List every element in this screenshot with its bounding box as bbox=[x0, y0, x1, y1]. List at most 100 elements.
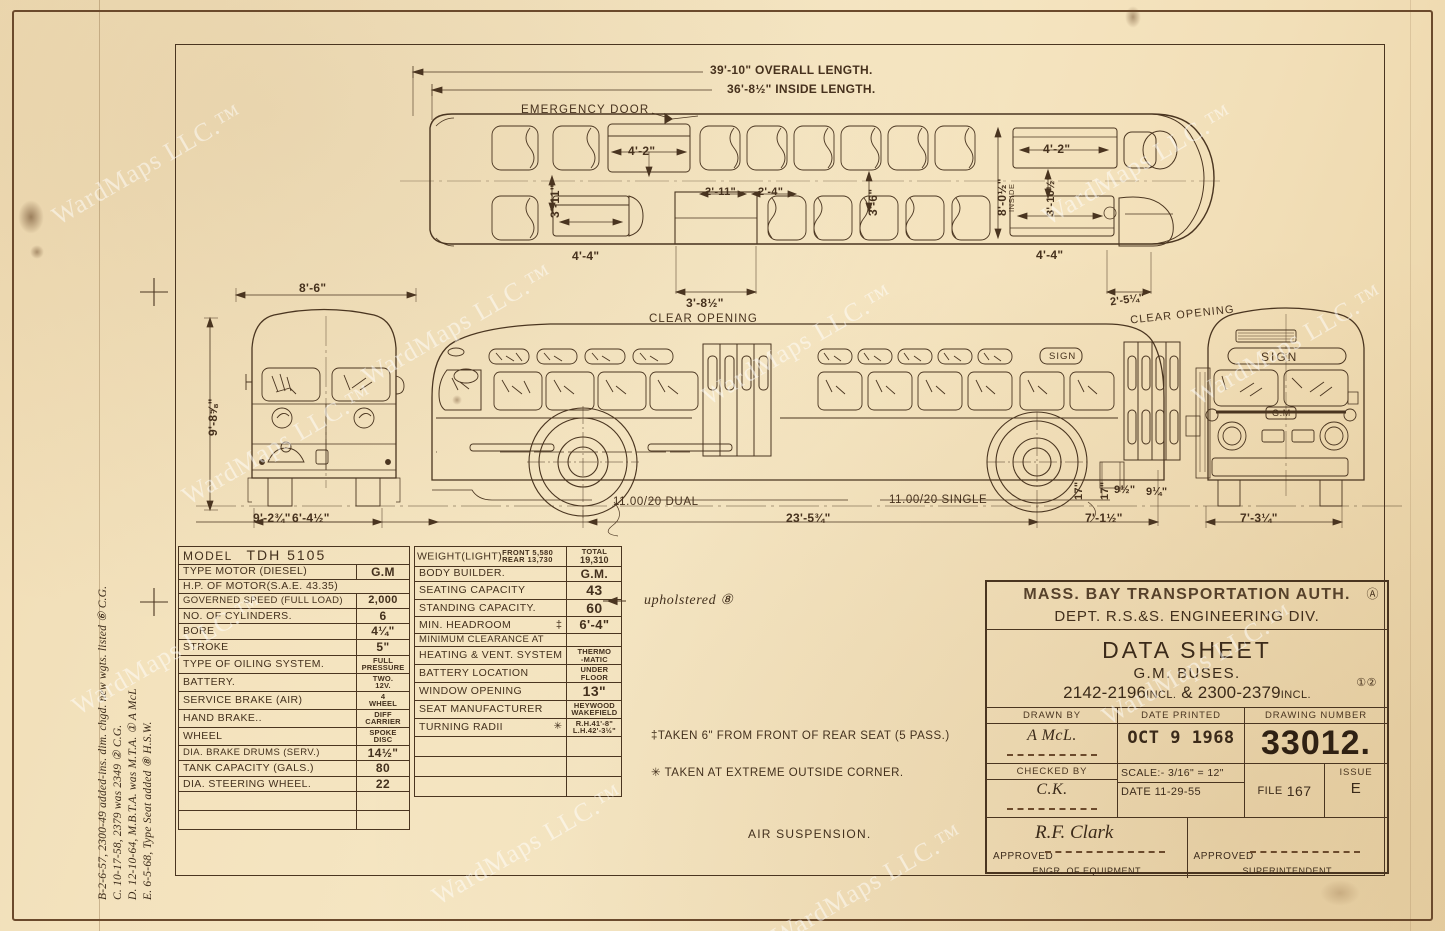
date-row: DATE 11-29-55 bbox=[1118, 783, 1244, 801]
table-row: BORE 4¼" bbox=[178, 623, 410, 641]
revision-note: D. 12-10-64, M.B.T.A. was M.T.A. ① A McL bbox=[127, 688, 139, 900]
spec-label: HAND BRAKE.. bbox=[178, 708, 357, 728]
table-row: STANDING CAPACITY. 60 bbox=[413, 598, 623, 618]
plan-rear-gap-dim: 3'-10½" bbox=[1045, 174, 1057, 216]
spec-label: TANK CAPACITY (GALS.) bbox=[178, 760, 357, 777]
table-row: WINDOW OPENING 13" bbox=[413, 682, 623, 701]
file-issue-cell: FILE 167 ISSUE E bbox=[1245, 764, 1387, 817]
table-row bbox=[413, 775, 623, 797]
spec-label: WHEEL bbox=[178, 726, 357, 746]
title-block-approvals-row: R.F. Clark APPROVED ENGR. OF EQUIPMENT A… bbox=[987, 818, 1387, 878]
side-tire-front-label: 11.00/20 DUAL bbox=[613, 496, 699, 508]
paper-fold-line bbox=[1410, 0, 1411, 931]
paper-fold-line bbox=[99, 0, 100, 931]
spec-label-text: MIN. HEADROOM bbox=[419, 618, 512, 631]
checked-by-label: CHECKED BY bbox=[987, 764, 1117, 780]
plan-right-front-window: 4'-2" bbox=[1043, 142, 1071, 156]
spec-value: 4¼" bbox=[356, 623, 410, 641]
date-printed-value: OCT 9 1968 bbox=[1127, 728, 1235, 748]
spec-value: 60 bbox=[566, 598, 623, 618]
plan-aisle-front-dim: 3'-11" bbox=[548, 184, 562, 218]
plan-rear-door-width: 4'-4" bbox=[572, 249, 600, 263]
spec-label: NO. OF CYLINDERS. bbox=[178, 607, 357, 625]
spec-value: TDH 5105 bbox=[246, 547, 327, 563]
front-elev-width-dim: 8'-6" bbox=[299, 281, 327, 295]
table-row: HEATING & VENT. SYSTEM THERMO -MATIC bbox=[413, 646, 623, 666]
spec-label: TURNING RADII ✳ bbox=[413, 717, 568, 737]
table-row: STROKE 5" bbox=[178, 639, 410, 656]
revision-note: E. 6-5-68, Type Seat added ⑧ H.S.W. bbox=[142, 721, 154, 900]
table-row: MODEL TDH 5105 bbox=[178, 546, 410, 565]
bus-series-range: 2142-2196INCL. & 2300-2379INCL. bbox=[987, 682, 1387, 707]
date-value: 11-29-55 bbox=[1154, 786, 1202, 798]
drawn-by-rule bbox=[1007, 753, 1097, 756]
drawing-number-cell: DRAWING NUMBER 33012. bbox=[1245, 708, 1387, 763]
air-suspension-note: AIR SUSPENSION. bbox=[748, 827, 872, 841]
drawing-number-label: DRAWING NUMBER bbox=[1245, 708, 1387, 724]
plan-inside-length: 36'-8½" INSIDE LENGTH. bbox=[727, 82, 876, 96]
table-row: SERVICE BRAKE (AIR) 4 WHEEL bbox=[178, 690, 410, 710]
spec-label-text: TURNING RADII bbox=[419, 720, 503, 733]
spec-label: MODEL bbox=[183, 549, 233, 563]
approved-superintendent-cell: APPROVED SUPERINTENDENT bbox=[1188, 818, 1388, 878]
table-row: BODY BUILDER. G.M. bbox=[413, 565, 623, 583]
spec-value: SPOKE DISC bbox=[356, 726, 410, 746]
spec-value: 13" bbox=[566, 682, 623, 701]
drawn-by-label: DRAWN BY bbox=[987, 708, 1117, 724]
spec-value: FULL PRESSURE bbox=[356, 654, 410, 674]
spec-value: 4 WHEEL bbox=[356, 690, 410, 710]
plan-emergency-door-label: EMERGENCY DOOR bbox=[521, 104, 650, 116]
radii-footnote-mark: ✳ bbox=[553, 720, 563, 732]
spec-label: BATTERY. bbox=[178, 672, 357, 692]
spec-value: 6'-4" bbox=[566, 616, 623, 635]
sheet-title: DATA SHEET bbox=[1102, 637, 1272, 663]
side-step-9quarter-dim: 9¼" bbox=[1146, 486, 1168, 498]
revision-notes: B-2-6-57, 2300-49 added-ins. dim. chgd. … bbox=[96, 586, 156, 900]
spec-value: G.M bbox=[356, 563, 410, 581]
approved-title-2: SUPERINTENDENT bbox=[1242, 866, 1332, 876]
front-elev-height-dim: 9'-8⅝" bbox=[206, 398, 220, 436]
plan-right-rear-window: 4'-4" bbox=[1036, 248, 1064, 262]
plan-overall-length: 39'-10" OVERALL LENGTH. bbox=[710, 63, 873, 77]
table-row: WHEEL SPOKE DISC bbox=[178, 726, 410, 746]
spec-value: HEYWOOD WAKEFIELD bbox=[566, 699, 623, 719]
table-row bbox=[413, 755, 623, 777]
spec-label: DIA. BRAKE DRUMS (SERV.) bbox=[178, 744, 357, 762]
approved-label-2: APPROVED bbox=[1193, 851, 1254, 862]
side-sign-label: SIGN bbox=[1049, 351, 1077, 362]
table-row: H.P. OF MOTOR(S.A.E. 43.35) bbox=[178, 579, 410, 595]
weight-rear: REAR 13,730 bbox=[502, 555, 553, 565]
series-incl-1: INCL. bbox=[1146, 689, 1177, 701]
table-row: GOVERNED SPEED (FULL LOAD) 2,000 bbox=[178, 593, 410, 609]
checked-by-cell: CHECKED BY C.K. bbox=[987, 764, 1118, 817]
spec-table-right: WEIGHT(LIGHT) FRONT 5,580 REAR 13,730 TO… bbox=[413, 546, 623, 797]
table-row: TYPE OF OILING SYSTEM. FULL PRESSURE bbox=[178, 654, 410, 674]
sheet-subtitle: G.M. BUSES. bbox=[1133, 665, 1241, 682]
file-cell: FILE 167 bbox=[1245, 764, 1325, 817]
spec-value: 6 bbox=[356, 607, 410, 625]
sheet-border-inner bbox=[175, 44, 1385, 876]
upholstered-note: upholstered ⑧ bbox=[644, 593, 734, 608]
spec-label: TYPE OF OILING SYSTEM. bbox=[178, 654, 357, 674]
plan-clear-opening-front-label: CLEAR OPENING bbox=[649, 313, 758, 325]
approved-title-1: ENGR. OF EQUIPMENT bbox=[1032, 866, 1141, 876]
spec-value: 22 bbox=[356, 775, 410, 793]
date-printed-label: DATE PRINTED bbox=[1118, 708, 1244, 724]
spec-label: SEATING CAPACITY bbox=[413, 581, 568, 600]
side-step-9half-dim: 9½" bbox=[1114, 484, 1136, 496]
table-row: SEATING CAPACITY 43 bbox=[413, 581, 623, 600]
sheet-border-outer bbox=[12, 10, 1433, 921]
side-wheelbase-dim: 23'-5¾" bbox=[786, 511, 831, 525]
spec-label: MIN. HEADROOM ‡ bbox=[413, 616, 568, 635]
footnote-headroom: ‡TAKEN 6" FROM FRONT OF REAR SEAT (5 PAS… bbox=[651, 730, 950, 742]
scale-date-cell: SCALE:- 3/16" = 12" DATE 11-29-55 bbox=[1118, 764, 1245, 817]
spec-value: R.H.41'-8" L.H.42'-3½" bbox=[566, 717, 623, 737]
date-label: DATE bbox=[1121, 786, 1152, 798]
approved-rule-1 bbox=[1045, 850, 1165, 853]
scale-row: SCALE:- 3/16" = 12" bbox=[1118, 764, 1244, 783]
approved-label-1: APPROVED bbox=[993, 851, 1054, 862]
spec-label: SERVICE BRAKE (AIR) bbox=[178, 690, 357, 710]
plan-inside-label: INSIDE bbox=[1007, 183, 1016, 212]
title-block-title-row: DATA SHEET G.M. BUSES. 2142-2196INCL. & … bbox=[987, 630, 1387, 708]
